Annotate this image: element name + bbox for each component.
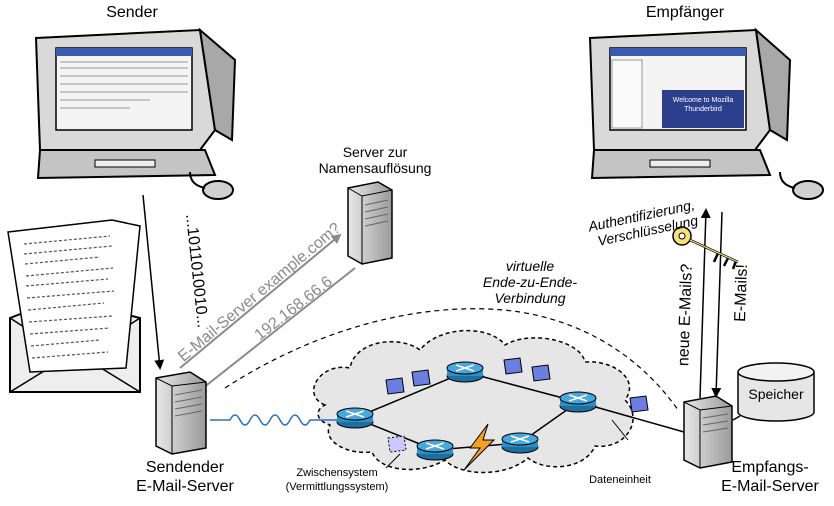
lightning-icon xyxy=(463,423,496,471)
mails-label: E-Mails! xyxy=(731,263,752,323)
dns-query-arrow xyxy=(179,233,342,369)
receiver-screen-text: Welcome to Mozilla Thunderbird xyxy=(672,97,734,113)
upload-arrow xyxy=(142,194,165,370)
sender-label: Sender xyxy=(106,4,158,21)
receiver-label: Empfänger xyxy=(645,4,725,21)
router-icon xyxy=(559,391,597,413)
dns-answer-arrow xyxy=(196,267,356,394)
data-unit-label: Dateneinheit xyxy=(589,474,651,486)
letter-icon xyxy=(7,219,141,373)
e2e-connection-line xyxy=(224,308,679,411)
data-packet-icon xyxy=(385,357,649,413)
lost-packet-icon xyxy=(387,435,407,453)
sending-server-label: Sendender E-Mail-Server xyxy=(136,459,234,495)
wireless-signal xyxy=(210,414,338,426)
intermediate-system-label: Zwischensystem (Vermittlungssystem) xyxy=(285,467,389,493)
router-icon xyxy=(446,361,484,383)
storage-label: Speicher xyxy=(748,386,804,402)
new-mails-arrow xyxy=(699,208,711,399)
router-icon xyxy=(416,439,454,461)
storage-icon xyxy=(737,362,815,422)
router-icon xyxy=(336,407,374,429)
key-icon xyxy=(672,226,739,270)
sender-computer-icon xyxy=(34,27,237,200)
e2e-label: virtuelle Ende-zu-Ende- Verbindung xyxy=(482,258,578,306)
mails-arrow xyxy=(711,211,723,398)
sending-server-icon xyxy=(155,371,207,455)
receiving-server-label: Empfangs- E-Mail-Server xyxy=(721,459,819,495)
dns-server-icon xyxy=(347,181,393,265)
router-icon xyxy=(501,432,539,454)
receiver-computer-icon xyxy=(588,27,824,200)
dns-server-label: Server zur Namensauflösung xyxy=(318,144,432,176)
